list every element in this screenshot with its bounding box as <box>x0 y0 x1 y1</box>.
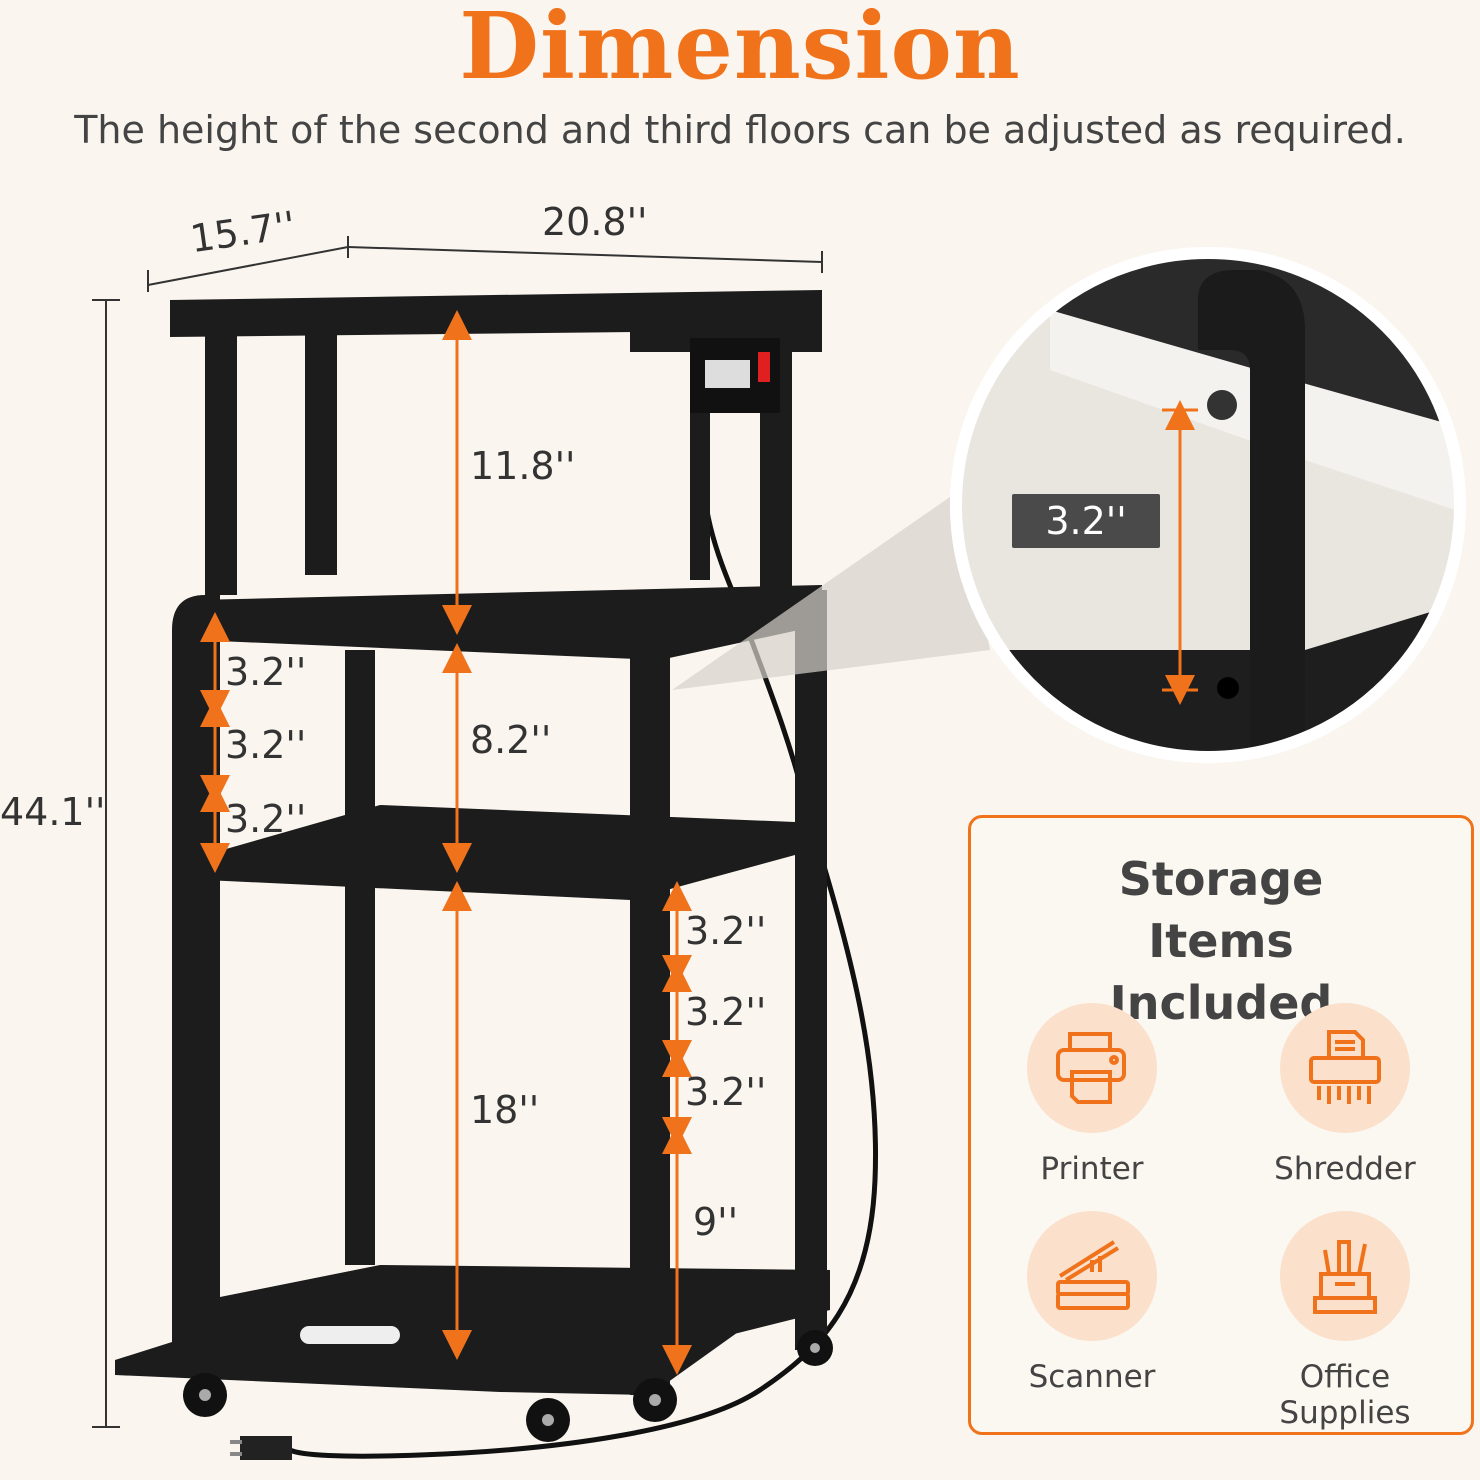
office-supplies-icon <box>1313 1240 1377 1314</box>
zoom-dimension-label: 3.2'' <box>1012 494 1160 548</box>
lower-step-2-label: 3.2'' <box>685 990 767 1034</box>
storage-item-office-supplies: Office Supplies <box>1230 1211 1460 1431</box>
storage-item-shredder: Shredder <box>1230 1003 1460 1187</box>
lower-step-1-label: 3.2'' <box>685 909 767 953</box>
adjust-step-3-label: 3.2'' <box>225 797 307 841</box>
page-subtitle: The height of the second and third floor… <box>74 108 1406 152</box>
adjust-step-2-label: 3.2'' <box>225 723 307 767</box>
middle-gap-label: 8.2'' <box>470 718 552 762</box>
bottom-gap-label: 18'' <box>470 1088 540 1132</box>
storage-panel: Storage Items Included Printer <box>968 815 1474 1435</box>
zoom-detail <box>950 247 1466 763</box>
bottom-handle-slot <box>300 1326 400 1344</box>
top-gap-label: 11.8'' <box>470 444 576 488</box>
storage-title: Storage Items Included <box>1109 852 1333 1030</box>
total-height-label: 44.1'' <box>0 790 106 834</box>
storage-item-label: Shredder <box>1274 1151 1416 1187</box>
storage-item-label: Printer <box>1040 1151 1144 1187</box>
measurement-arrows <box>200 310 692 1375</box>
adjust-step-1-label: 3.2'' <box>225 650 307 694</box>
page-title: Dimension <box>459 0 1021 100</box>
cart-frame <box>115 290 830 1395</box>
dimension-guides <box>92 236 823 1428</box>
base-gap-label: 9'' <box>693 1200 739 1244</box>
width-label: 20.8'' <box>542 200 648 244</box>
storage-item-label: Office Supplies <box>1279 1359 1411 1431</box>
zoom-connector <box>672 490 990 690</box>
scanner-icon <box>1056 1240 1130 1310</box>
shredder-icon <box>1309 1030 1381 1104</box>
plug <box>240 1436 292 1460</box>
lower-step-3-label: 3.2'' <box>685 1070 767 1114</box>
printer-icon <box>1056 1032 1126 1104</box>
storage-item-label: Scanner <box>1028 1359 1156 1395</box>
storage-item-scanner: Scanner <box>977 1211 1207 1395</box>
storage-item-printer: Printer <box>977 1003 1207 1187</box>
